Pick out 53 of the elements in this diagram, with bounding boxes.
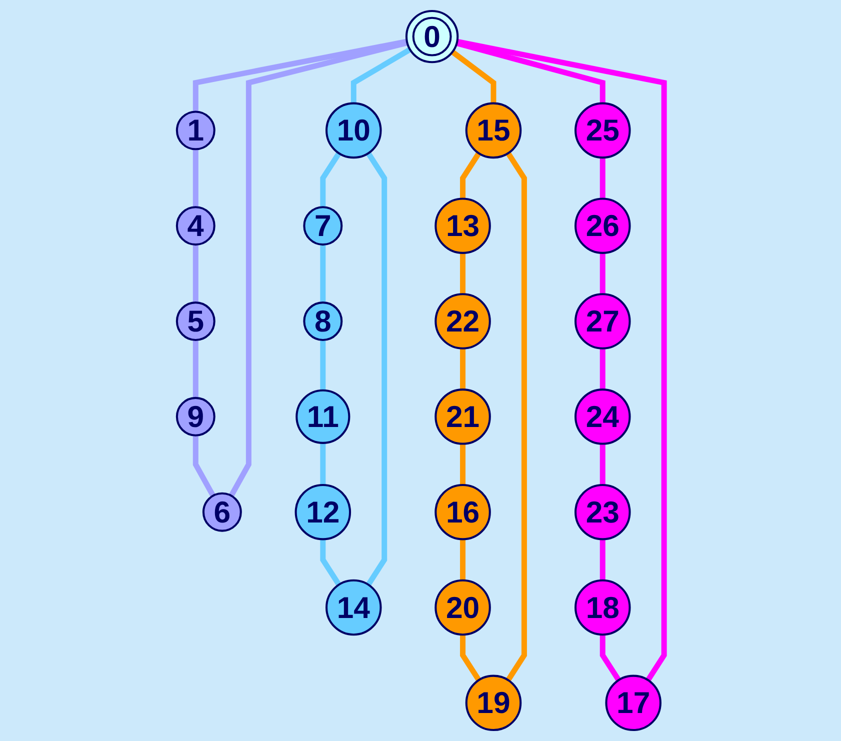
connector [320,539,342,586]
node-circle: 12 [294,484,352,540]
connector [600,634,621,682]
connector [600,348,606,390]
node-circle: 24 [574,388,631,445]
node-circle: 22 [434,293,491,350]
connector [460,252,466,294]
connector [450,50,496,104]
connector [600,158,606,199]
node-circle: 6 [202,492,242,532]
connector [456,38,667,682]
node-circle: 1 [176,110,216,150]
connector [192,149,198,208]
connector [506,152,527,682]
connector [192,435,216,498]
node-circle: 16 [434,484,491,540]
node-circle: 10 [325,102,382,159]
node-circle: 8 [303,302,343,341]
connector [320,152,342,208]
connector [320,442,326,485]
node-circle: 15 [465,102,522,159]
connector [350,47,412,104]
connector [320,244,326,303]
connector [460,152,482,199]
node-circle: 21 [434,388,491,445]
node-circle: 17 [605,674,662,732]
node-circle: 5 [176,302,216,341]
node-circle: 9 [176,396,216,436]
connector [600,539,606,580]
node-circle: 4 [176,206,216,246]
node-circle: 25 [574,102,631,159]
node-circle: 23 [574,484,631,540]
connector [320,340,326,390]
connector [192,244,198,303]
connector [366,152,388,586]
connector [192,38,408,112]
connector [460,348,466,390]
node-circle: 18 [574,579,631,636]
node-circle: 20 [434,579,491,636]
connector [460,634,482,682]
node-circle: 13 [434,198,491,254]
connector [600,444,606,485]
node-circle: 26 [574,198,631,254]
node-circle: 27 [574,293,631,350]
node-circle: 11 [296,389,350,444]
connector [460,539,466,580]
node-circle: 0 [405,10,459,64]
node-circle: 19 [465,674,522,732]
connector [600,252,606,294]
connector [460,444,466,485]
connector [192,340,198,398]
node-circle: 7 [303,206,343,246]
node-circle: 14 [325,579,382,636]
